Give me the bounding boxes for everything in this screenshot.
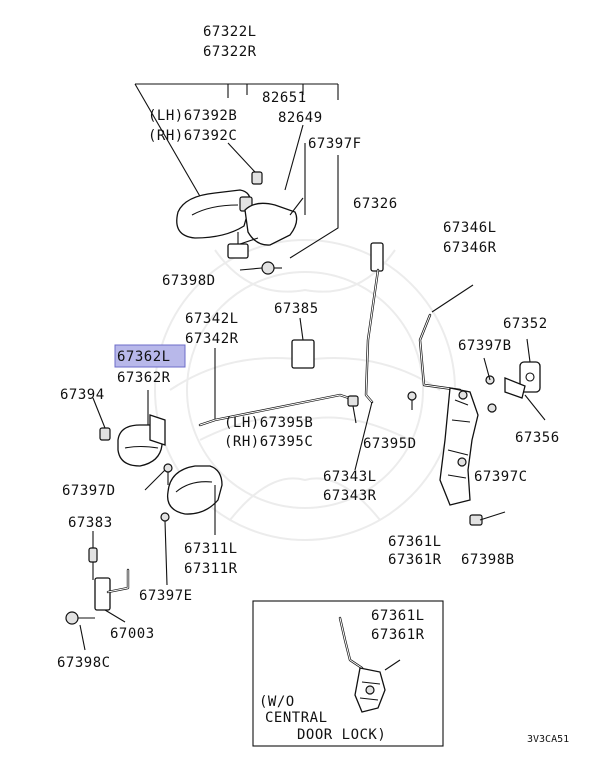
label-82649[interactable]: 82649 [278,110,323,126]
label-82651[interactable]: 82651 [262,90,307,106]
label-67397c[interactable]: 67397C [474,469,528,485]
label-67343r[interactable]: 67343R [323,488,377,504]
label-67398b[interactable]: 67398B [461,552,515,568]
label-67362l[interactable]: 67362L [117,349,171,365]
label-67383[interactable]: 67383 [68,515,113,531]
label-67343l[interactable]: 67343L [323,469,377,485]
label-67392c[interactable]: (RH)67392C [148,128,237,144]
outside-handle-assembly [134,83,339,275]
label-67397d[interactable]: 67397D [62,483,116,499]
inset-note-line2: CENTRAL [265,710,328,726]
label-67311r[interactable]: 67311R [184,561,238,577]
label-67346l[interactable]: 67346L [443,220,497,236]
latch-and-rods [364,242,546,526]
inset-note-line1: (W/O [259,694,295,710]
inside-handle-rod [198,317,373,471]
label-67361r[interactable]: 67361R [388,552,442,568]
part-labels: 67322L 67322R 82651 (LH)67392B (RH)67392… [57,24,569,745]
label-67003[interactable]: 67003 [110,626,155,642]
inset-no-central-lock [252,600,444,747]
label-67385[interactable]: 67385 [274,301,319,317]
label-67398c[interactable]: 67398C [57,655,111,671]
label-67322l[interactable]: 67322L [203,24,257,40]
label-67311l[interactable]: 67311L [184,541,238,557]
label-67394[interactable]: 67394 [60,387,105,403]
highlight-box [114,344,186,368]
label-67356[interactable]: 67356 [515,430,560,446]
label-67395c[interactable]: (RH)67395C [224,434,313,450]
label-67322r[interactable]: 67322R [203,44,257,60]
inside-handle-assembly [92,390,223,586]
label-67342r[interactable]: 67342R [185,331,239,347]
inset-note-line3: DOOR LOCK) [297,727,386,743]
label-67397b[interactable]: 67397B [458,338,512,354]
label-67346r[interactable]: 67346R [443,240,497,256]
label-67342l[interactable]: 67342L [185,311,239,327]
inset-label-67361l[interactable]: 67361L [371,608,425,624]
label-67362r[interactable]: 67362R [117,370,171,386]
label-67395d[interactable]: 67395D [363,436,417,452]
label-67395b[interactable]: (LH)67395B [224,415,313,431]
inset-label-67361r[interactable]: 67361R [371,627,425,643]
label-67397f[interactable]: 67397F [308,136,362,152]
label-67326[interactable]: 67326 [353,196,398,212]
label-67397e[interactable]: 67397E [139,588,193,604]
label-67398d[interactable]: 67398D [162,273,216,289]
door-check-assembly [65,531,130,651]
label-67361l[interactable]: 67361L [388,534,442,550]
label-67392b[interactable]: (LH)67392B [148,108,237,124]
diagram-code: 3V3CA51 [527,734,569,745]
label-67352[interactable]: 67352 [503,316,548,332]
